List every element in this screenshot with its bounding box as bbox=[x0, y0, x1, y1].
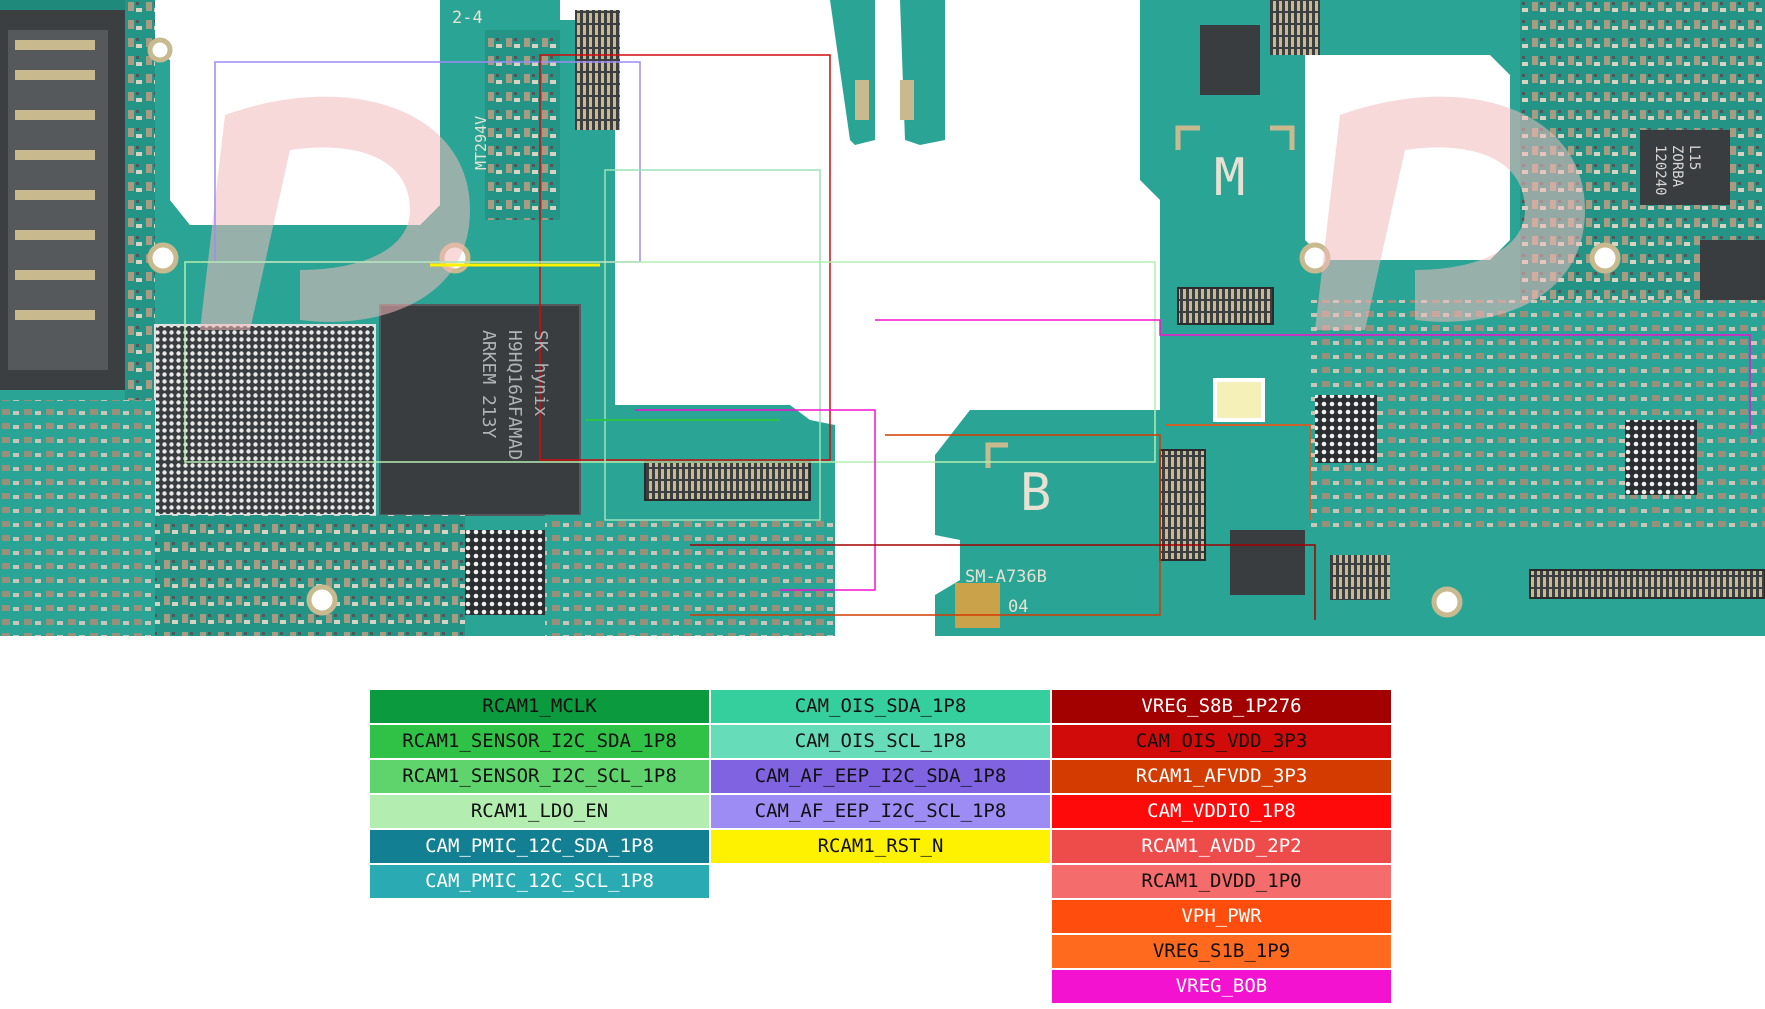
legend-entry: RCAM1_AFVDD_3P3 bbox=[1052, 760, 1391, 793]
silk-zone-m: M bbox=[1214, 148, 1245, 208]
pcb-board-photo: 2-4 MT294V SK hynix H9HQ16AFAMAD ARKEM 2… bbox=[0, 0, 1765, 636]
silk-rev: 04 bbox=[1008, 597, 1028, 617]
chip-line-2: ZORBA bbox=[1669, 145, 1685, 188]
silk-zone-b: B bbox=[1020, 463, 1051, 523]
chip-line-3: 120240 bbox=[1652, 145, 1668, 196]
legend-entry: CAM_OIS_SDA_1P8 bbox=[711, 690, 1050, 723]
silk-model: SM-A736B bbox=[965, 567, 1047, 587]
chip-line-1: L15 bbox=[1686, 145, 1702, 170]
legend-entry: VREG_S8B_1P276 bbox=[1052, 690, 1391, 723]
legend-entry: CAM_AF_EEP_I2C_SCL_1P8 bbox=[711, 795, 1050, 828]
legend-entry: VPH_PWR bbox=[1052, 900, 1391, 933]
silk-refdes: 2-4 bbox=[452, 8, 483, 28]
legend-entry: RCAM1_RST_N bbox=[711, 830, 1050, 863]
memory-line-3: ARKEM 213Y bbox=[478, 330, 499, 439]
legend-entry: VREG_BOB bbox=[1052, 970, 1391, 1003]
legend-entry: RCAM1_AVDD_2P2 bbox=[1052, 830, 1391, 863]
legend-entry: VREG_S1B_1P9 bbox=[1052, 935, 1391, 968]
memory-line-2: H9HQ16AFAMAD bbox=[504, 330, 525, 460]
legend-entry: RCAM1_SENSOR_I2C_SDA_1P8 bbox=[370, 725, 709, 758]
legend-entry: CAM_AF_EEP_I2C_SDA_1P8 bbox=[711, 760, 1050, 793]
memory-line-1: SK hynix bbox=[530, 330, 551, 417]
legend-entry: CAM_OIS_VDD_3P3 bbox=[1052, 725, 1391, 758]
silk-part-number: MT294V bbox=[472, 116, 490, 170]
legend-entry: CAM_PMIC_12C_SDA_1P8 bbox=[370, 830, 709, 863]
legend-entry: RCAM1_SENSOR_I2C_SCL_1P8 bbox=[370, 760, 709, 793]
legend-entry: RCAM1_DVDD_1P0 bbox=[1052, 865, 1391, 898]
legend-entry: CAM_VDDIO_1P8 bbox=[1052, 795, 1391, 828]
legend-entry: CAM_PMIC_12C_SCL_1P8 bbox=[370, 865, 709, 898]
legend-entry: RCAM1_MCLK bbox=[370, 690, 709, 723]
legend-entry: CAM_OIS_SCL_1P8 bbox=[711, 725, 1050, 758]
legend-entry: RCAM1_LDO_EN bbox=[370, 795, 709, 828]
